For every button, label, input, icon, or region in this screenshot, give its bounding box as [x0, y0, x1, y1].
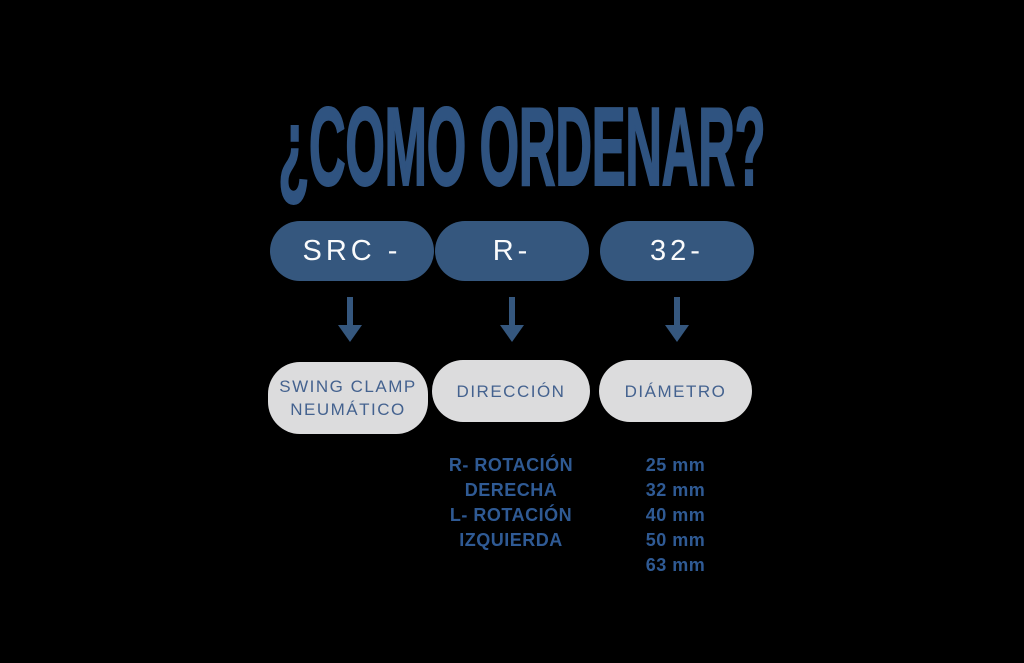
code-pill-diameter: 32- — [600, 221, 754, 281]
direction-option: R- ROTACIÓN — [448, 455, 574, 475]
diameter-option: 50 mm — [645, 530, 706, 550]
down-arrow-icon — [663, 297, 691, 343]
code-pill-direction: R- — [435, 221, 589, 281]
down-arrow-icon — [498, 297, 526, 343]
diameter-option: 40 mm — [645, 505, 706, 525]
direction-option: DERECHA — [464, 480, 558, 500]
direction-options-list: R- ROTACIÓN DERECHA L- ROTACIÓN IZQUIERD… — [432, 453, 590, 553]
code-pill-direction-label: R- — [492, 234, 532, 267]
diameter-options-list: 25 mm 32 mm 40 mm 50 mm 63 mm — [599, 453, 752, 578]
direction-option: L- ROTACIÓN — [449, 505, 573, 525]
label-pill-diameter: DIÁMETRO — [599, 360, 752, 422]
label-pill-swing-clamp: SWING CLAMP NEUMÁTICO — [268, 362, 428, 434]
down-arrow-icon — [336, 297, 364, 343]
diameter-option: 25 mm — [645, 455, 706, 475]
diameter-option: 32 mm — [645, 480, 706, 500]
direction-option: IZQUIERDA — [459, 530, 563, 550]
label-pill-direction-text: DIRECCIÓN — [456, 381, 566, 401]
label-pill-diameter-text: DIÁMETRO — [624, 381, 727, 401]
diameter-option: 63 mm — [645, 555, 706, 575]
code-pill-src-label: SRC - — [302, 234, 402, 267]
label-pill-direction: DIRECCIÓN — [432, 360, 590, 422]
label-pill-swing-clamp-text: SWING CLAMP NEUMÁTICO — [279, 377, 417, 419]
code-pill-diameter-label: 32- — [650, 234, 704, 267]
page-title: ¿COMO ORDENAR? — [278, 85, 766, 209]
code-pill-src: SRC - — [270, 221, 434, 281]
